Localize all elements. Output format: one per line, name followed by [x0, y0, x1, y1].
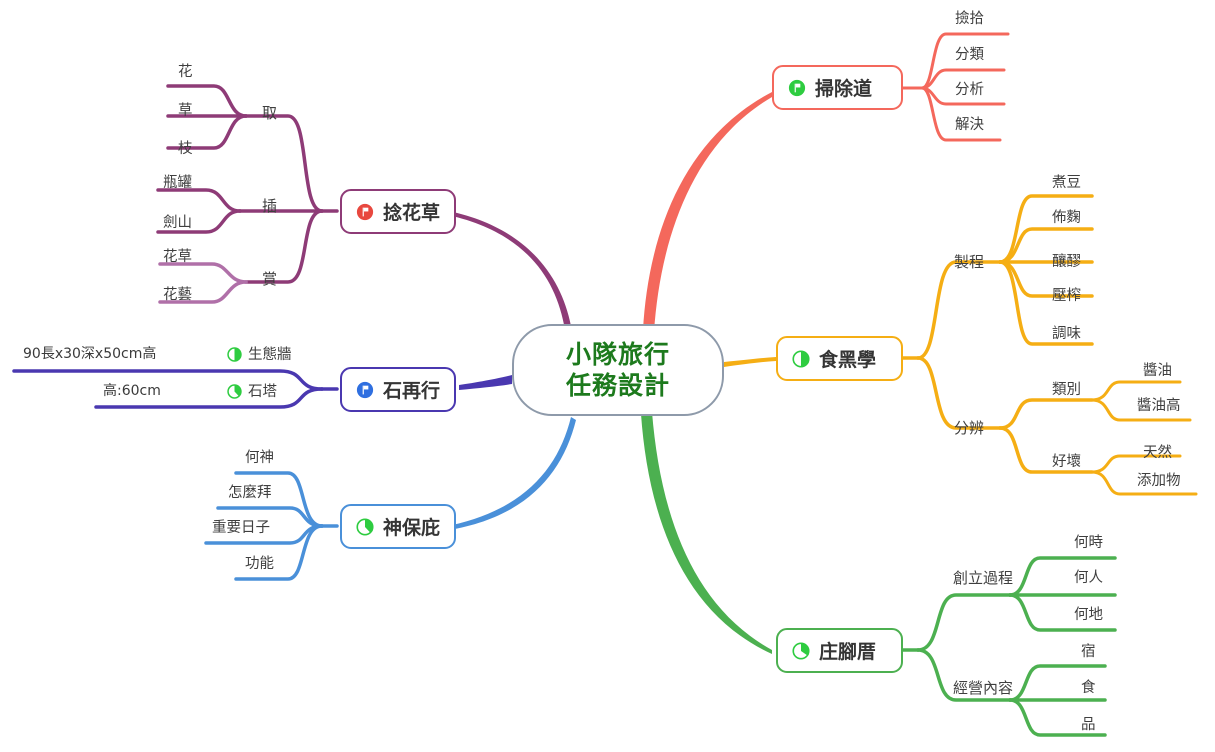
- leaf-功能[interactable]: 功能: [245, 556, 274, 572]
- sub-取[interactable]: 取: [262, 104, 278, 122]
- pie-circle-icon: [792, 641, 810, 660]
- node-soy-label: 食黑學: [819, 349, 877, 371]
- edge-賞-花草: [158, 262, 248, 284]
- node-sweep[interactable]: 掃除道: [772, 65, 903, 110]
- half-circle-icon: [792, 349, 810, 368]
- edge-center-sweep: [643, 92, 772, 332]
- leaf-何時[interactable]: 何時: [1074, 535, 1103, 551]
- flag-circle-icon: [356, 203, 374, 220]
- flag-circle-icon: [788, 79, 806, 96]
- center-title-line1: 小隊旅行: [565, 339, 670, 369]
- leaf-調味[interactable]: 調味: [1052, 326, 1081, 342]
- leaf-添加物[interactable]: 添加物: [1137, 473, 1181, 489]
- leaf-醬油[interactable]: 醬油: [1143, 363, 1172, 379]
- half-circle-icon: [227, 347, 242, 362]
- node-flower[interactable]: 捻花草: [340, 189, 456, 234]
- leaf-生態牆[interactable]: 生態牆: [227, 347, 292, 363]
- leaf-劍山[interactable]: 劍山: [163, 215, 192, 231]
- leaf-何地[interactable]: 何地: [1074, 607, 1103, 623]
- leaf-花草[interactable]: 花草: [163, 249, 192, 265]
- sub-類別[interactable]: 類別: [1052, 382, 1081, 398]
- leaf-枝[interactable]: 枝: [178, 141, 193, 157]
- pie-circle-icon: [356, 517, 374, 536]
- leaf-食[interactable]: 食: [1081, 680, 1096, 696]
- node-soy[interactable]: 食黑學: [776, 336, 903, 381]
- leaf-品[interactable]: 品: [1081, 717, 1096, 733]
- center-title-line2: 任務設計: [565, 371, 670, 400]
- node-deity[interactable]: 神保庇: [340, 504, 456, 549]
- leaf-分析[interactable]: 分析: [955, 82, 984, 98]
- edge-flower-取: [244, 114, 324, 213]
- leaf-分類[interactable]: 分類: [955, 47, 984, 63]
- leaf-宿[interactable]: 宿: [1081, 644, 1096, 660]
- node-stone[interactable]: 石再行: [340, 367, 456, 412]
- sub-分辨[interactable]: 分辨: [954, 419, 985, 437]
- edge-soy-分辨: [916, 356, 1002, 430]
- leaf-石塔-label: 石塔: [248, 384, 277, 400]
- sub-好壞[interactable]: 好壞: [1052, 454, 1081, 470]
- leaf-壓榨[interactable]: 壓榨: [1052, 288, 1081, 304]
- edge-插-瓶罐: [156, 188, 242, 213]
- node-farmhouse[interactable]: 庄腳厝: [776, 628, 903, 673]
- edge-center-soy: [724, 357, 776, 367]
- sub-創立過程[interactable]: 創立過程: [953, 569, 1014, 587]
- leaf-生態牆-meta: 90長x30深x50cm高: [23, 346, 157, 362]
- edge-center-deity: [443, 417, 576, 531]
- sub-製程[interactable]: 製程: [954, 253, 985, 271]
- node-sweep-label: 掃除道: [815, 78, 873, 100]
- edge-soy-製程: [916, 260, 1002, 360]
- leaf-花藝[interactable]: 花藝: [163, 287, 192, 303]
- leaf-瓶罐[interactable]: 瓶罐: [163, 175, 192, 191]
- node-stone-label: 石再行: [383, 380, 441, 402]
- center-node[interactable]: 小隊旅行 任務設計: [512, 324, 724, 416]
- leaf-生態牆-label: 生態牆: [248, 347, 292, 363]
- node-farmhouse-label: 庄腳厝: [819, 641, 877, 663]
- sub-經營內容[interactable]: 經營內容: [953, 679, 1014, 697]
- edge-center-stone: [459, 375, 512, 390]
- leaf-醬油高[interactable]: 醬油高: [1137, 398, 1181, 414]
- edge-center-flower: [443, 210, 571, 330]
- leaf-重要日子[interactable]: 重要日子: [212, 520, 270, 536]
- leaf-煮豆[interactable]: 煮豆: [1052, 175, 1081, 191]
- leaf-天然[interactable]: 天然: [1143, 445, 1172, 461]
- sub-插[interactable]: 插: [262, 197, 278, 215]
- leaf-解決[interactable]: 解決: [955, 117, 984, 133]
- leaf-撿拾[interactable]: 撿拾: [955, 11, 984, 27]
- pie-circle-icon: [227, 384, 242, 399]
- edge-flower-賞: [244, 209, 324, 284]
- edge-製程-煮豆: [998, 194, 1094, 264]
- sub-賞[interactable]: 賞: [262, 270, 278, 288]
- leaf-何神[interactable]: 何神: [245, 450, 274, 466]
- edge-center-farmhouse: [641, 412, 772, 654]
- leaf-釀醪[interactable]: 釀醪: [1052, 254, 1081, 270]
- leaf-怎麼拜[interactable]: 怎麼拜: [228, 485, 272, 501]
- leaf-花[interactable]: 花: [178, 64, 193, 80]
- leaf-佈麴[interactable]: 佈麴: [1052, 210, 1081, 226]
- edge-分辨-類別: [998, 398, 1094, 430]
- leaf-草[interactable]: 草: [178, 103, 193, 119]
- leaf-何人[interactable]: 何人: [1074, 570, 1103, 586]
- leaf-石塔[interactable]: 石塔: [227, 384, 277, 400]
- node-flower-label: 捻花草: [383, 202, 441, 224]
- leaf-石塔-meta: 高:60cm: [103, 383, 161, 399]
- edge-farmhouse-創立過程: [916, 593, 1012, 652]
- flag-circle-icon: [356, 381, 374, 398]
- node-deity-label: 神保庇: [383, 517, 441, 539]
